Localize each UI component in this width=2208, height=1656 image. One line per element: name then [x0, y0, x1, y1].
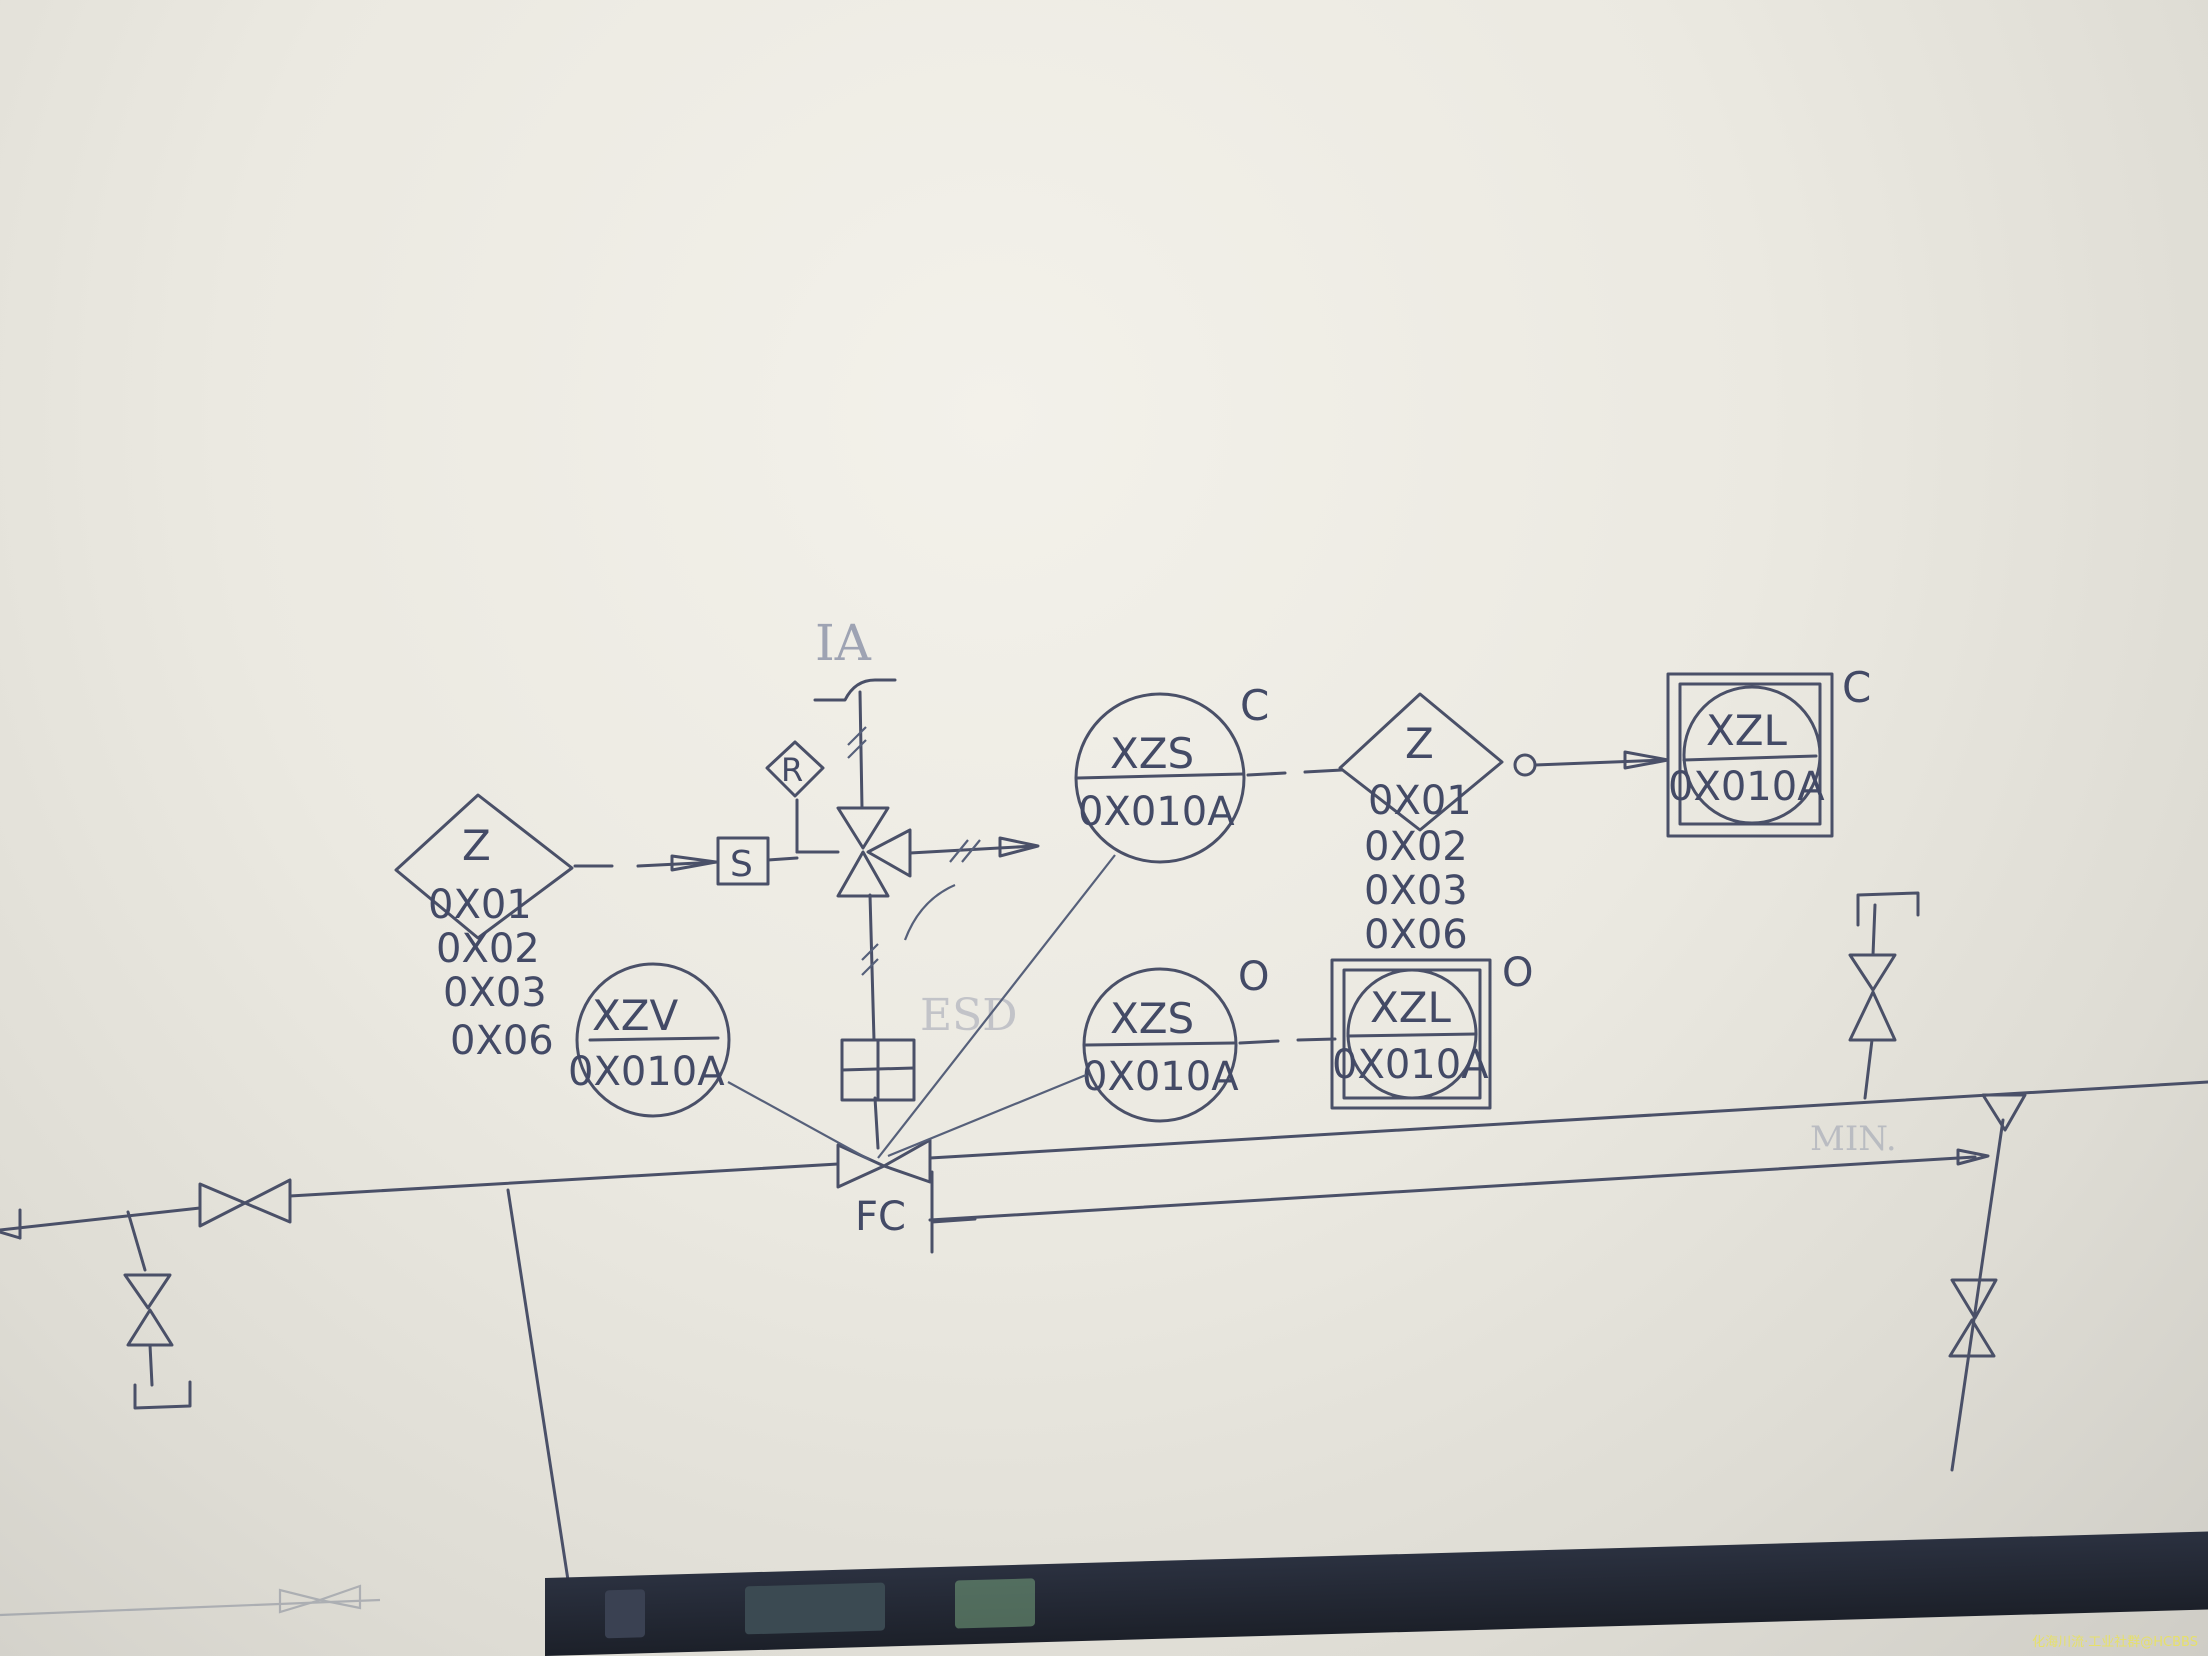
xzv-tag: XZV	[592, 991, 679, 1040]
gate-valve-left	[198, 1178, 292, 1228]
drain-branch-left	[123, 1210, 192, 1410]
fail-position-label: FC	[855, 1194, 906, 1240]
logic-left-line-1: 0X01	[428, 882, 532, 928]
logic-diamond-left: Z 0X01 0X02 0X03 0X06	[394, 793, 574, 1064]
xzv-number: 0X010A	[568, 1049, 725, 1095]
min-label: MIN.	[1810, 1119, 1897, 1159]
app-icon-generic[interactable]	[605, 1589, 645, 1639]
xzs-closed-state: C	[1240, 681, 1269, 730]
xzs-closed-number: 0X010A	[1078, 789, 1235, 835]
faint-lower-lines	[0, 1584, 381, 1617]
xzs-open-number: 0X010A	[1082, 1054, 1239, 1100]
vent-branch-right	[1848, 891, 1920, 1100]
xzl-closed-tag: XZL	[1706, 706, 1788, 755]
logic-left-tag: Z	[462, 821, 491, 870]
logic-left-line-4: 0X06	[450, 1018, 554, 1064]
app-icon-active[interactable]	[745, 1582, 885, 1635]
xzl-open-tag: XZL	[1370, 983, 1452, 1032]
regulator: R	[765, 740, 825, 798]
xzl-open-state: O	[1502, 950, 1533, 996]
xzl-open-indicator: XZL 0X010A O	[1330, 950, 1533, 1110]
logic-right-line-4: 0X06	[1364, 912, 1468, 958]
valve-actuator	[840, 893, 916, 1150]
xzs-closed-tag: XZS	[1110, 729, 1194, 778]
min-flow-marker: MIN.	[1810, 1093, 2027, 1166]
logic-right-line-3: 0X03	[1364, 868, 1468, 914]
logic-left-line-3: 0X03	[443, 970, 547, 1016]
xzl-closed-indicator: XZL 0X010A C	[1666, 663, 1871, 838]
xzl-open-number: 0X010A	[1332, 1042, 1489, 1088]
xzs-open-tag: XZS	[1110, 994, 1194, 1043]
logic-right-tag: Z	[1405, 719, 1434, 768]
gate-valve-right-bottom	[1948, 1278, 1998, 1358]
logic-diamond-right: Z 0X01 0X02 0X03 0X06	[1338, 692, 1670, 958]
xzl-closed-number: 0X010A	[1668, 764, 1825, 810]
xzl-closed-state: C	[1842, 663, 1871, 712]
esd-label: ESD	[920, 990, 1018, 1041]
watermark: 化海川流·工业社群@HCBBS	[2032, 1635, 2198, 1650]
solenoid-box: S	[573, 836, 799, 886]
logic-right-line-2: 0X02	[1364, 824, 1468, 870]
process-lines	[0, 1080, 2208, 1582]
logic-right-line-1: 0X01	[1368, 778, 1472, 824]
app-icon-green[interactable]	[955, 1578, 1035, 1629]
xzs-open-state: O	[1238, 954, 1269, 1000]
xzs-open-bubble: XZS 0X010A O	[887, 954, 1337, 1158]
solenoid-3way-valve	[795, 678, 1040, 898]
air-supply-label: IA	[815, 614, 872, 672]
esd-arc	[903, 883, 956, 941]
logic-left-line-2: 0X02	[436, 926, 540, 972]
xzv-bubble: XZV 0X010A	[568, 962, 871, 1161]
solenoid-letter: S	[730, 844, 753, 885]
regulator-letter: R	[781, 751, 803, 789]
control-valve-main	[836, 1138, 932, 1189]
xzs-closed-bubble: XZS 0X010A C	[877, 681, 1344, 1159]
